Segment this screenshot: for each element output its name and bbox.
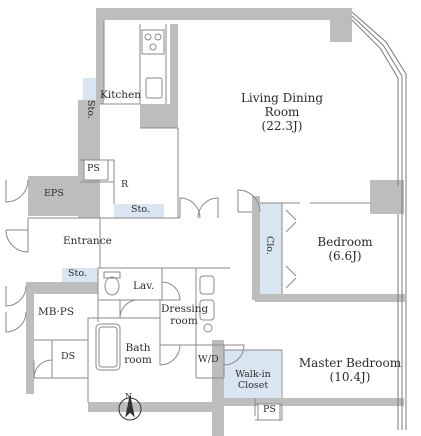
label-living: Living Dining Room (22.3J) bbox=[232, 91, 332, 133]
door-master bbox=[223, 344, 245, 366]
lavatory-sink bbox=[199, 275, 215, 295]
label-dressing-line2: room bbox=[170, 315, 198, 328]
door-mbps-1 bbox=[5, 285, 27, 307]
wall-top bbox=[96, 8, 352, 20]
ps-lower-box bbox=[257, 403, 281, 421]
door-bath bbox=[119, 299, 139, 319]
label-entrance: Entrance bbox=[63, 235, 112, 247]
label-living-line2: Room bbox=[264, 104, 300, 119]
label-bedroom-area: (6.6J) bbox=[328, 248, 362, 263]
label-living-area: (22.3J) bbox=[261, 118, 303, 133]
eps-block bbox=[28, 176, 80, 216]
label-bedroom: Bedroom (6.6J) bbox=[312, 235, 378, 264]
label-dressing: Dressing room bbox=[161, 303, 209, 328]
door-hall-1 bbox=[179, 197, 201, 219]
label-sto-hall: Sto. bbox=[131, 204, 150, 215]
label-bath: Bath room bbox=[122, 342, 154, 366]
label-ds: DS bbox=[61, 351, 76, 362]
compass-label: N bbox=[125, 392, 132, 401]
bathtub bbox=[95, 323, 121, 371]
wall-left-lower bbox=[26, 294, 34, 394]
door-dressing bbox=[159, 344, 181, 366]
label-master: Master Bedroom (10.4J) bbox=[296, 356, 404, 385]
label-bath-line2: room bbox=[124, 354, 152, 367]
wall-bedroom-bottom bbox=[255, 294, 405, 302]
small-boxes bbox=[83, 159, 281, 421]
exterior-window bbox=[351, 11, 407, 430]
label-ps-upper: PS bbox=[87, 163, 100, 174]
north-arrow-icon bbox=[125, 395, 135, 418]
wall-top-corner bbox=[330, 20, 352, 42]
door-mbps-2 bbox=[5, 311, 27, 333]
label-dressing-line1: Dressing bbox=[161, 303, 209, 315]
label-master-area: (10.4J) bbox=[329, 369, 371, 384]
wall-bottom-left bbox=[88, 402, 216, 412]
column-living bbox=[370, 180, 404, 214]
label-mbps: MB·PS bbox=[38, 306, 75, 318]
label-wd: W/D bbox=[198, 354, 219, 365]
kitchen-fixtures bbox=[139, 24, 167, 104]
compass bbox=[118, 395, 142, 421]
closet-door-lower bbox=[285, 265, 297, 289]
stove bbox=[141, 29, 165, 55]
label-walkin-line1: Walk-in bbox=[235, 369, 271, 380]
interior-lines bbox=[27, 20, 370, 421]
wall-mbps-top bbox=[26, 282, 98, 294]
kitchen-sink bbox=[145, 77, 163, 99]
kitchen-counter bbox=[140, 104, 178, 128]
door-lav bbox=[161, 281, 181, 301]
walls bbox=[26, 8, 405, 436]
label-bedroom-name: Bedroom bbox=[317, 235, 373, 249]
wall-kitchen-side bbox=[78, 100, 100, 218]
label-sto-entrance: Sto. bbox=[68, 268, 87, 279]
door-entrance-upper bbox=[5, 229, 29, 253]
label-living-line1: Living Dining bbox=[240, 91, 324, 105]
label-r: R bbox=[121, 179, 129, 190]
door-hall-2 bbox=[197, 197, 219, 219]
wall-kitchen-partition bbox=[170, 24, 178, 104]
vanity-sink bbox=[199, 299, 215, 321]
label-master-name: Master Bedroom bbox=[298, 356, 402, 370]
door-eps bbox=[5, 179, 29, 203]
wall-left-upper bbox=[96, 8, 104, 104]
label-sto-kitchen: Sto. bbox=[84, 100, 96, 119]
label-eps: EPS bbox=[44, 188, 64, 199]
toilet bbox=[104, 276, 120, 296]
label-walkin: Walk-in Closet bbox=[232, 369, 274, 392]
ps-upper-box bbox=[83, 159, 109, 181]
label-ps-lower: PS bbox=[263, 404, 276, 415]
closet-door-upper bbox=[285, 209, 297, 233]
bath-fixtures bbox=[95, 271, 215, 371]
label-kitchen: Kitchen bbox=[100, 89, 142, 101]
closet-fill bbox=[259, 203, 282, 296]
label-bath-line1: Bath bbox=[125, 342, 151, 354]
door-bedroom bbox=[237, 189, 261, 213]
label-walkin-line2: Closet bbox=[237, 379, 269, 391]
door-ds bbox=[33, 359, 53, 379]
entrance-storage-fill bbox=[62, 268, 98, 282]
hall-storage-fill bbox=[114, 204, 164, 218]
label-lav: Lav. bbox=[133, 280, 155, 292]
walkin-closet-fill bbox=[223, 350, 281, 398]
doors bbox=[5, 179, 300, 379]
label-closet: Clo. bbox=[263, 236, 275, 255]
wall-bedroom-left bbox=[252, 196, 260, 300]
wall-bottom-right bbox=[224, 398, 404, 406]
